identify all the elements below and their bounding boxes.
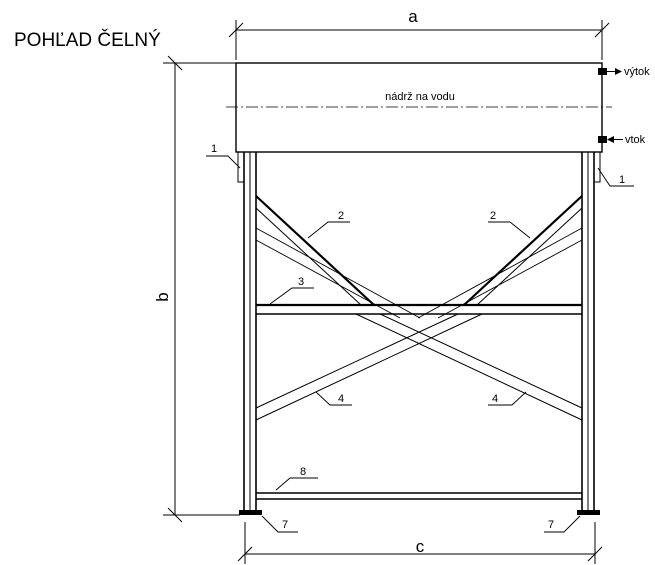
inlet-label: vtok xyxy=(625,134,646,146)
callout-2-right: 2 xyxy=(490,210,496,222)
left-foot xyxy=(239,510,262,515)
callout-leaders xyxy=(206,155,634,533)
right-bracket xyxy=(593,151,601,183)
dimension-a-label: a xyxy=(408,7,418,26)
steel-frame xyxy=(237,151,601,510)
dimension-c-label: c xyxy=(416,537,425,556)
view-title: POHĽAD ČELNÝ xyxy=(14,29,161,51)
callout-7-right: 7 xyxy=(548,519,554,531)
dimension-b-label: b xyxy=(153,292,172,301)
dimension-c xyxy=(237,522,603,564)
right-leg xyxy=(581,152,595,510)
callout-2-left: 2 xyxy=(338,210,344,222)
outlet-arrow-icon xyxy=(615,68,622,75)
water-tank xyxy=(226,62,612,153)
callout-1-right: 1 xyxy=(619,174,625,186)
callout-1-left: 1 xyxy=(211,143,217,155)
right-diagonal-brace xyxy=(463,195,583,306)
bottom-beam xyxy=(256,492,582,500)
inlet-port xyxy=(598,136,623,143)
left-diagonal-brace xyxy=(255,195,375,306)
callout-8: 8 xyxy=(300,466,306,478)
dimension-b xyxy=(163,55,240,523)
dimension-a xyxy=(228,20,610,60)
callout-7-left: 7 xyxy=(282,519,288,531)
right-foot xyxy=(577,510,600,515)
cross-beam xyxy=(256,303,582,315)
callout-4-right: 4 xyxy=(492,393,498,405)
outlet-label: výtok xyxy=(624,66,650,78)
left-cross-brace xyxy=(255,313,483,421)
left-leg xyxy=(243,152,257,510)
right-cross-brace xyxy=(355,313,583,421)
callout-4-left: 4 xyxy=(338,393,344,405)
inlet-arrow-icon xyxy=(607,136,614,143)
callout-3: 3 xyxy=(298,276,304,288)
outlet-port xyxy=(598,68,622,75)
tank-label: nádrž na vodu xyxy=(385,91,455,103)
